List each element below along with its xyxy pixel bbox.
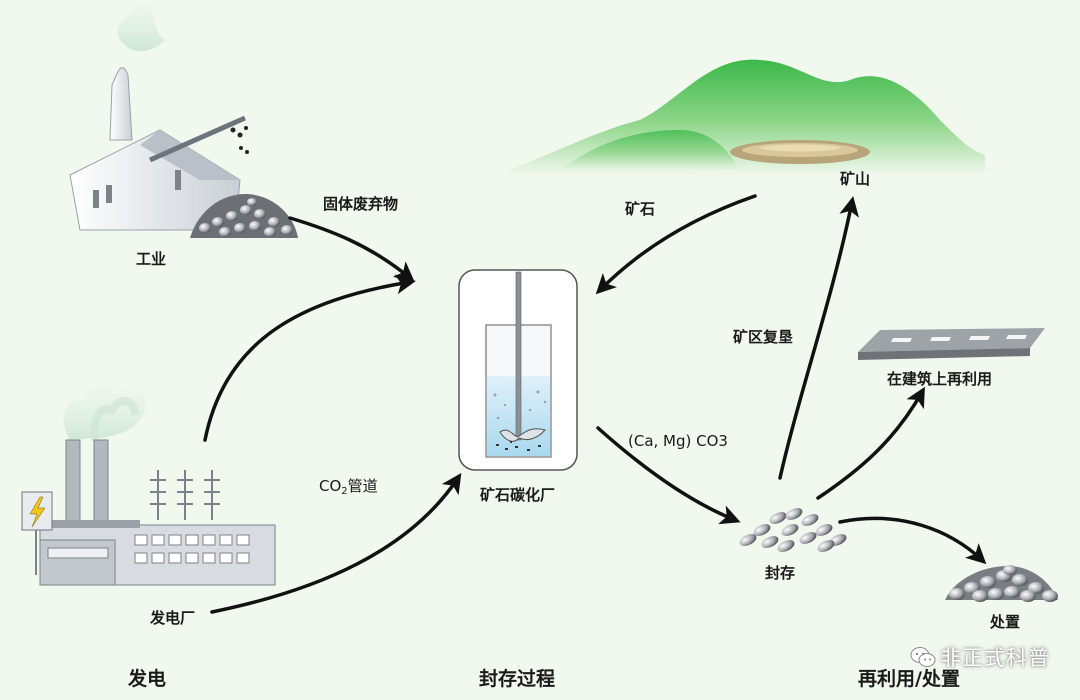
- storage-pile-icon: [739, 508, 847, 552]
- arrow-storage-to-mine: [778, 196, 859, 480]
- flow-arrows: [203, 194, 987, 614]
- section-storage-process: 封存过程: [479, 668, 556, 690]
- label-ore: 矿石: [625, 200, 656, 218]
- carbonate-formula-subscript: 3: [718, 432, 728, 450]
- label-disposal: 处置: [990, 613, 1021, 631]
- label-co2-pipeline: CO2管道: [319, 475, 378, 497]
- solid-waste-pile-icon: [190, 194, 298, 238]
- watermark-text: 非正式科普: [940, 646, 1050, 670]
- label-power-plant: 发电厂: [150, 609, 196, 627]
- arrow-plant-to-storage: [596, 426, 741, 525]
- co2-pipeline-text: 管道: [347, 477, 378, 495]
- high-voltage-sign-icon: [21, 491, 53, 575]
- disposal-pile-icon: [945, 565, 1058, 602]
- arrow-storage-to-reuse: [816, 386, 925, 500]
- label-storage: 封存: [765, 564, 796, 582]
- label-mine-reclamation: 矿区复垦: [733, 328, 794, 346]
- label-mine: 矿山: [840, 170, 871, 188]
- label-solid-waste: 固体废弃物: [323, 195, 399, 213]
- watermark: 非正式科普: [910, 642, 1050, 672]
- label-industry: 工业: [136, 250, 167, 268]
- co2-text: CO: [319, 477, 342, 495]
- section-generation: 发电: [128, 668, 167, 690]
- arrow-ore-to-plant: [595, 194, 757, 295]
- wechat-icon: [910, 647, 936, 667]
- co2-subscript: 2: [341, 486, 348, 497]
- industry-factory-icon: [69, 0, 298, 238]
- label-carbonate-formula: (Ca, Mg) CO3: [628, 432, 728, 450]
- section-reuse-disposal: 再利用/处置: [858, 668, 960, 690]
- power-plant-icon: [21, 383, 276, 586]
- arrow-solid-waste-to-plant: [288, 216, 415, 282]
- label-carbonation-plant: 矿石碳化厂: [480, 486, 556, 504]
- label-reuse-in-construction: 在建筑上再利用: [887, 370, 993, 388]
- carbonate-formula-text: (Ca, Mg) CO: [628, 432, 719, 450]
- mine-mountain-icon: [510, 59, 985, 176]
- arrow-storage-to-disposal: [838, 516, 987, 565]
- arrow-co2-pipeline-to-plant: [210, 473, 462, 614]
- carbonation-reactor-icon: [458, 269, 578, 471]
- road-slab-icon: [858, 328, 1045, 360]
- arrow-power-plant-up-to-plant: [203, 274, 416, 442]
